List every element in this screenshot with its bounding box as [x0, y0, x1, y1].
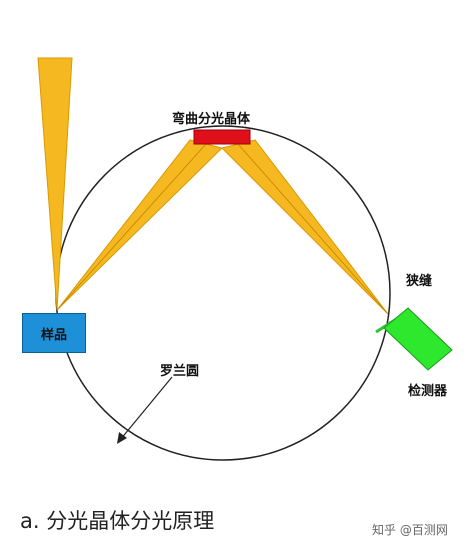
rowland-circle [55, 125, 391, 461]
sample-label: 样品 [40, 327, 67, 343]
crystal-to-slit-beam [221, 139, 389, 315]
sample-to-crystal-beam [56, 139, 223, 311]
rowland-circle-label: 罗兰圆 [160, 364, 200, 379]
incident-beam [37, 57, 73, 311]
rowland-pointer-line [119, 376, 173, 441]
rowland-pointer-arrowhead [117, 432, 127, 444]
figure-caption: a. 分光晶体分光原理 [20, 509, 215, 533]
curved-crystal [193, 129, 251, 145]
crystal-label: 弯曲分光晶体 [172, 112, 251, 127]
slit-label: 狭缝 [406, 274, 433, 289]
detector-label: 检测器 [408, 384, 448, 399]
beam-center-line-right [237, 143, 389, 315]
beam-center-line-left [56, 143, 207, 311]
sample-box: 样品 [22, 313, 86, 353]
detector [383, 307, 453, 371]
watermark: 知乎 @百测网 [372, 523, 448, 537]
